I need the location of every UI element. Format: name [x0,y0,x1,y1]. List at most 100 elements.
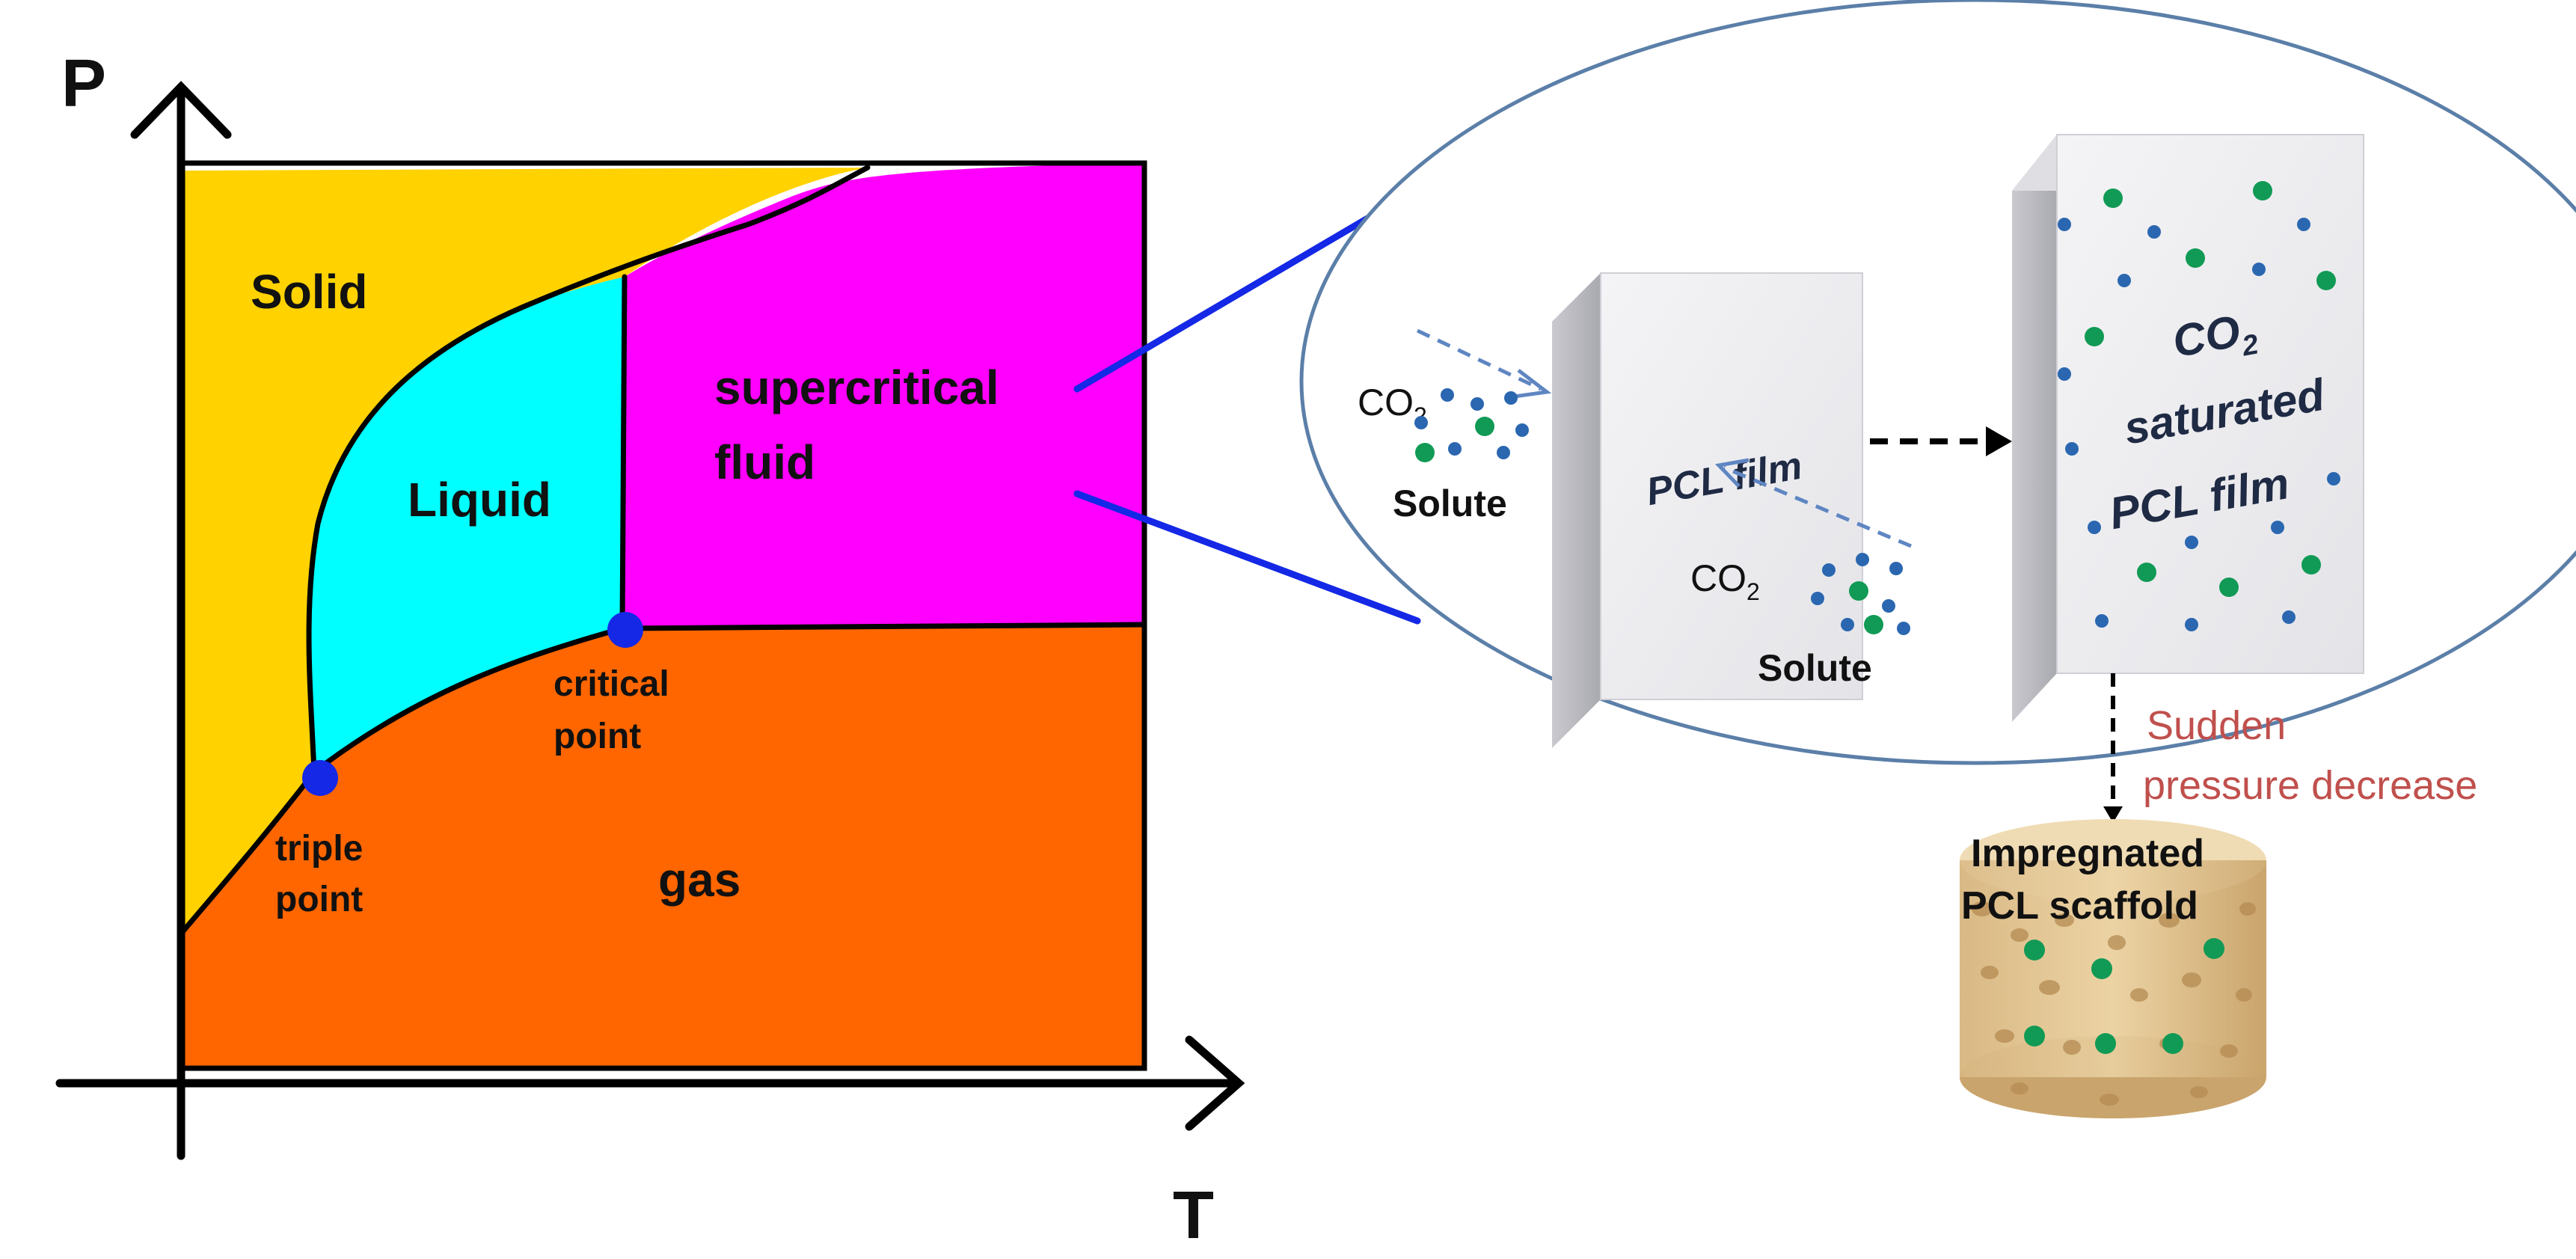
vaporization-curve [311,625,625,775]
pcl-film-front [1600,272,1863,700]
blue-particle [2327,472,2340,485]
green-particle [2186,248,2205,268]
scaffold-pore [2039,980,2060,995]
scaffold-pore [2011,928,2028,942]
liquid-label: Liquid [408,473,551,527]
saturated-film-panel: CO2 saturated PCL film [2012,134,2364,722]
green-particle [1475,417,1494,436]
green-particle [2103,189,2123,208]
scaffold-pore [2063,1040,2081,1055]
bottom-co2-solute-cluster: CO2 Solute [1690,458,1912,689]
inset-ellipse [1299,0,2576,765]
gas-label: gas [658,853,740,907]
green-particle [1415,443,1435,462]
green-particle [2162,1033,2183,1054]
scaffold-pore [2236,988,2252,1002]
saturated-film-side [2012,135,2057,722]
scaffold-pore [2159,913,2180,928]
blue-particle [1822,563,1836,577]
gas-region [181,625,1144,1068]
co2-left-label: CO2 [1358,382,1427,429]
co2-bottom-label: CO2 [1690,557,1760,605]
saturated-film-front [2056,134,2364,674]
blue-particle [1414,416,1428,429]
green-particle [2095,1033,2116,1054]
connector-upper [1073,209,1380,393]
triple-point-label-line2: point [275,880,363,919]
green-particle [1864,615,1883,634]
sublimation-curve [178,769,317,937]
scaffold-pore [1995,1029,2014,1043]
scaffold-pore [2130,988,2148,1002]
blue-particle [2185,536,2198,549]
melting-curve [306,165,871,775]
blue-particle [1471,397,1484,411]
critical-isobar [619,622,1147,631]
blue-particle [1811,592,1824,605]
green-particle [2024,940,2045,961]
blue-particle [1841,618,1854,631]
blue-particle [1441,388,1454,402]
triple-point-label-line1: triple [275,829,363,869]
green-particle [2219,578,2239,597]
solid-region [181,168,868,934]
x-axis-label: T [1173,1178,1214,1253]
blue-particle [2297,218,2310,231]
scaffold-pore [2108,935,2126,950]
pcl-film-side [1552,273,1601,748]
blue-particle [1504,391,1518,405]
blue-particle [1856,553,1869,566]
liquid-region [309,277,625,772]
dashed-arrow-in-bottom [1723,465,1912,548]
blue-particle [1448,442,1462,456]
pcl-film-panel: PCL film [1552,272,1863,748]
scaffold-pore [2055,913,2074,927]
sudden-label: Sudden [2147,703,2286,748]
pcl-scaffold [1960,819,2266,1118]
scaffold-label-line1: Impregnated [1971,832,2204,875]
scaffold-pores [1972,901,2256,1106]
blue-particle [2147,225,2161,239]
green-particle [2085,327,2104,346]
blue-particle [2117,274,2131,287]
solute-left-label: Solute [1393,483,1507,524]
green-particle [2316,271,2336,290]
blue-particle [2058,367,2071,381]
dashed-arrowhead-down [2103,806,2123,823]
green-particle [2204,938,2224,959]
blue-particle [2252,263,2266,276]
scaffold-label-line2: PCL scaffold [1961,884,2198,928]
blue-particle [1882,599,1895,613]
scaffold-pore [1972,901,1993,916]
blue-particle [1497,446,1510,459]
critical-point-marker [607,612,643,648]
saturated-film-particles [2058,181,2340,631]
blue-particle [1515,423,1529,437]
zoom-connectors [1073,209,1421,625]
left-co2-solute-cluster: CO2 Solute [1358,328,1552,524]
scaffold-pore [2182,972,2201,987]
green-particle [2253,181,2272,200]
scaffold-pore [2100,1094,2119,1106]
supercritical-region [622,163,1144,628]
scaffold-pore [2011,1082,2028,1094]
green-particle [2137,563,2156,582]
critical-isotherm [619,274,628,631]
blue-particle [2088,521,2101,534]
blue-particle [2065,442,2079,456]
critical-point-label-line2: point [553,717,641,756]
green-particle [1849,581,1868,601]
pressure-decrease-label: pressure decrease [2143,763,2477,808]
saturated-label-line1: CO2 [2169,303,2261,374]
fluid-label: fluid [714,435,815,489]
solute-bottom-label: Solute [1758,647,1872,689]
phase-diagram: P T Solid Liquid supercritical fluid gas… [55,46,1245,1253]
y-axis-label: P [61,46,106,121]
scaffold-pore [1981,966,1999,979]
x-axis-arrowhead [1185,1035,1245,1131]
green-particle [2091,958,2112,979]
green-particle [2301,555,2321,575]
dashed-arrowhead-between-panels [1986,426,2012,456]
critical-point-label-line1: critical [553,664,669,704]
